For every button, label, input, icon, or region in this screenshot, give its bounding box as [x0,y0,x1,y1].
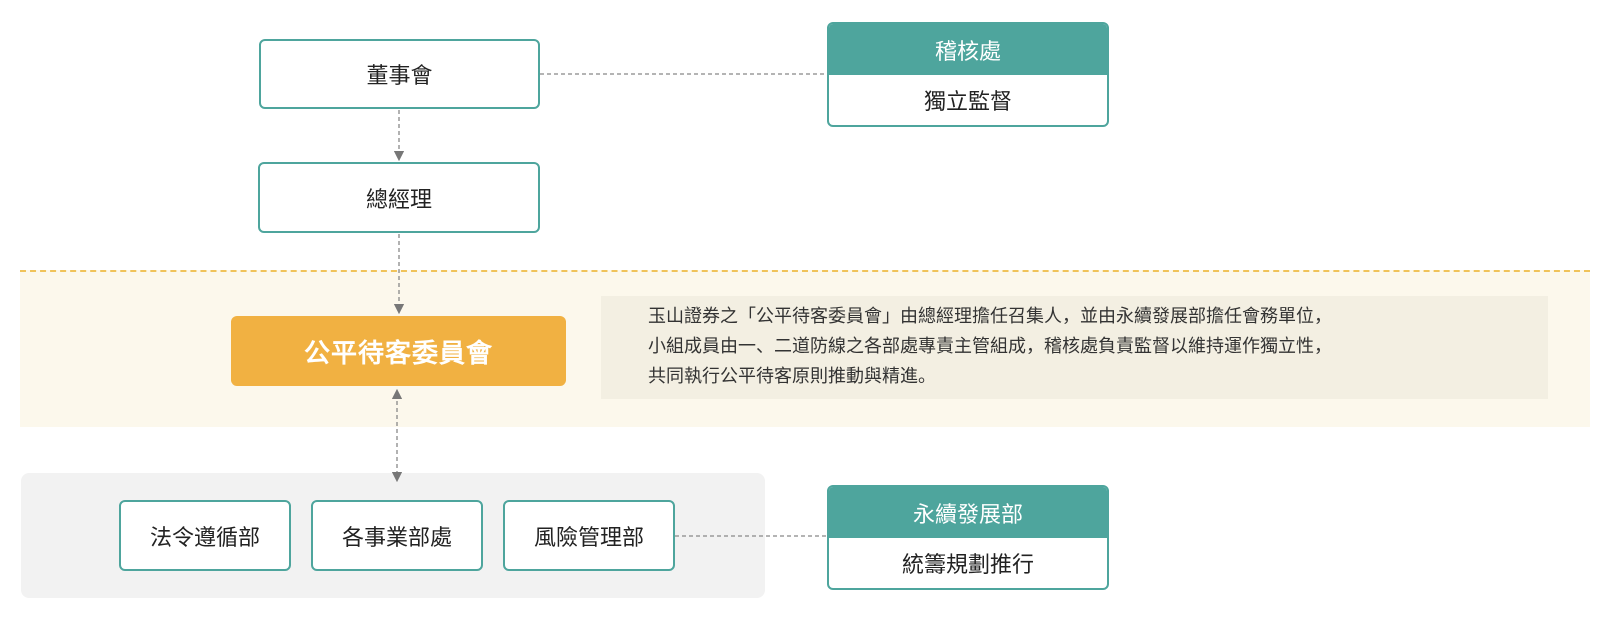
fair-treatment-committee-node: 公平待客委員會 [231,316,566,386]
committee-description: 玉山證券之「公平待客委員會」由總經理擔任召集人，並由永續發展部擔任會務單位， 小… [601,296,1548,399]
sustainability-card-body: 統籌規劃推行 [829,538,1107,588]
department-label: 風險管理部 [533,525,644,551]
sustainability-title: 永續發展部 [912,502,1023,528]
audit-role: 獨立監督 [923,90,1012,115]
description-line: 小組成員由一、二道防線之各部處專責主管組成，稽核處負責監督以維持運作獨立性， [648,336,1332,357]
audit-card-body: 獨立監督 [829,75,1107,125]
compliance-department-node: 法令遵循部 [119,500,291,571]
audit-title: 稽核處 [934,39,1001,65]
sustainability-card: 永續發展部 統籌規劃推行 [827,485,1109,590]
department-label: 各事業部處 [341,525,452,551]
department-label: 法令遵循部 [149,525,260,551]
description-line: 共同執行公平待客原則推動與精進。 [648,366,936,387]
sustainability-role: 統籌規劃推行 [901,553,1034,578]
board-of-directors-node: 董事會 [259,39,540,109]
sustainability-card-header: 永續發展部 [829,487,1107,538]
general-manager-label: 總經理 [365,187,432,213]
description-line: 玉山證券之「公平待客委員會」由總經理擔任召集人，並由永續發展部擔任會務單位， [648,306,1332,327]
audit-card-header: 稽核處 [829,24,1107,75]
risk-management-department-node: 風險管理部 [503,500,675,571]
business-units-node: 各事業部處 [311,500,483,571]
audit-card: 稽核處 獨立監督 [827,22,1109,127]
board-label: 董事會 [366,64,433,89]
committee-label: 公平待客委員會 [303,338,493,369]
general-manager-node: 總經理 [258,162,540,233]
